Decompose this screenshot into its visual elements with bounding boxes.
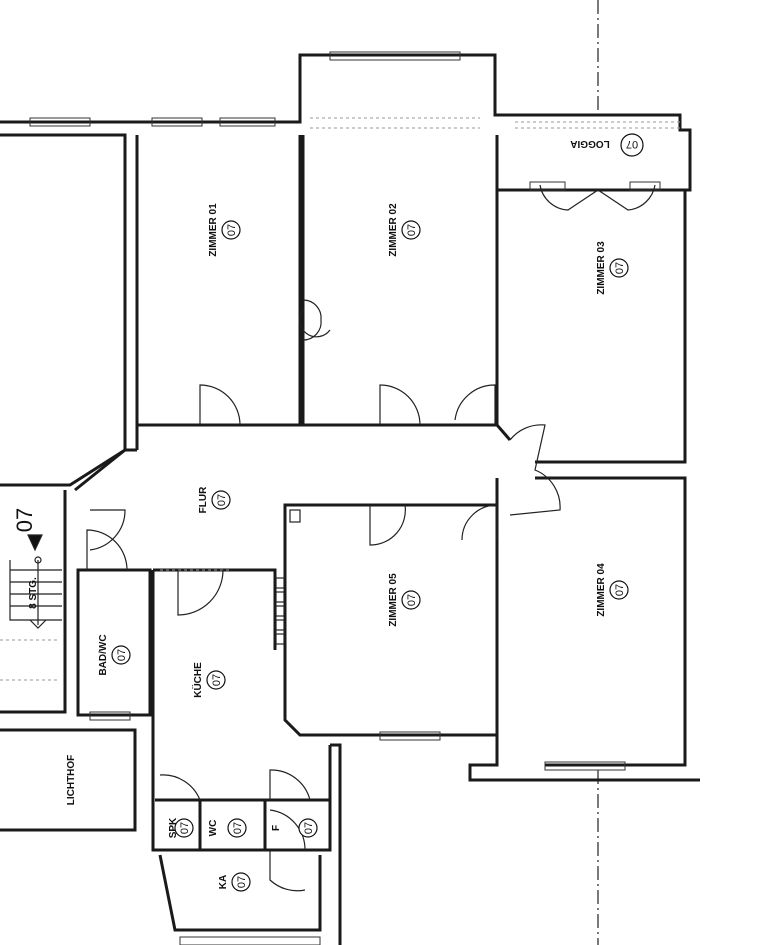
svg-text:ZIMMER 02: ZIMMER 02: [388, 203, 399, 257]
svg-text:LOGGIA: LOGGIA: [570, 138, 609, 149]
doors: [86, 184, 656, 892]
svg-text:07: 07: [236, 876, 248, 888]
svg-text:FLUR: FLUR: [198, 486, 209, 513]
room-label-zimmer-03: ZIMMER 03 07: [596, 241, 629, 295]
svg-text:F: F: [271, 825, 282, 831]
room-label-flur: FLUR 07: [198, 486, 231, 513]
svg-text:07: 07: [406, 594, 418, 606]
room-label-wc: WC 07: [208, 818, 247, 838]
svg-text:07: 07: [116, 649, 128, 661]
room-label-zimmer-05: ZIMMER 05 07: [388, 573, 421, 627]
room-label-loggia: LOGGIA 07: [570, 133, 644, 157]
svg-text:ZIMMER 01: ZIMMER 01: [208, 203, 219, 257]
walls: [0, 53, 700, 945]
stairs-label: 8 STG.: [28, 577, 39, 609]
svg-text:ZIMMER 04: ZIMMER 04: [596, 563, 607, 617]
svg-text:WC: WC: [208, 820, 219, 837]
room-label-zimmer-04: ZIMMER 04 07: [596, 563, 629, 617]
svg-text:07: 07: [211, 674, 223, 686]
svg-text:07: 07: [406, 224, 418, 236]
svg-text:07: 07: [232, 822, 244, 834]
room-code-f: 07: [298, 818, 318, 838]
room-label-bad-wc: BAD/WC 07: [98, 634, 131, 676]
room-label-spk: SPK 07: [168, 817, 194, 838]
svg-text:ZIMMER 05: ZIMMER 05: [388, 573, 399, 627]
svg-text:SPK: SPK: [168, 817, 179, 838]
room-label-zimmer-02: ZIMMER 02 07: [388, 203, 421, 257]
svg-text:KA: KA: [218, 875, 229, 889]
svg-text:07: 07: [626, 138, 638, 150]
room-label-ka: KA 07: [218, 872, 251, 892]
svg-text:KÜCHE: KÜCHE: [191, 662, 204, 698]
room-label-zimmer-01: ZIMMER 01 07: [208, 203, 241, 257]
svg-text:07: 07: [216, 494, 228, 506]
svg-text:BAD/WC: BAD/WC: [98, 634, 109, 675]
room-label-kueche: KÜCHE 07: [191, 662, 226, 698]
svg-text:07: 07: [614, 262, 626, 274]
unit-number: 07: [12, 508, 37, 532]
chimney-blocks: [275, 509, 301, 645]
svg-text:07: 07: [179, 822, 191, 834]
stairs: 07 8 STG.: [9, 508, 62, 629]
svg-text:LICHTHOF: LICHTHOF: [66, 755, 77, 806]
svg-text:07: 07: [614, 584, 626, 596]
svg-text:07: 07: [226, 224, 238, 236]
room-label-f: F: [271, 825, 282, 831]
svg-text:ZIMMER 03: ZIMMER 03: [596, 241, 607, 295]
windows: [0, 51, 680, 945]
room-label-lichthof: LICHTHOF: [66, 755, 77, 806]
svg-text:07: 07: [303, 822, 315, 834]
